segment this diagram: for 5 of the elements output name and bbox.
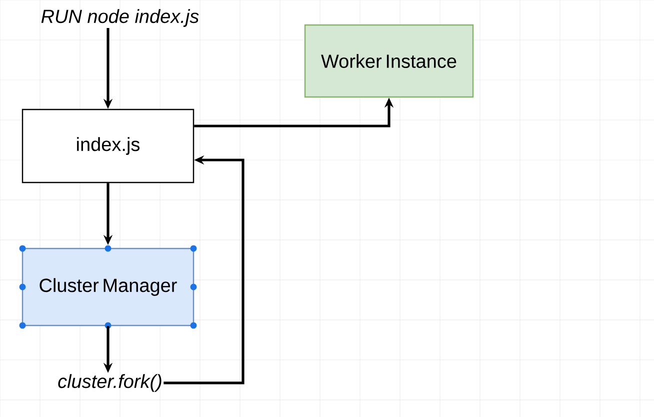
- process-box: Worker Instance: [304, 24, 474, 98]
- process-box: index.js: [22, 108, 194, 184]
- process-box: Cluster Manager: [19, 245, 197, 329]
- node-label: cluster.fork(): [58, 374, 162, 392]
- node-label: RUN node index.js: [41, 9, 199, 27]
